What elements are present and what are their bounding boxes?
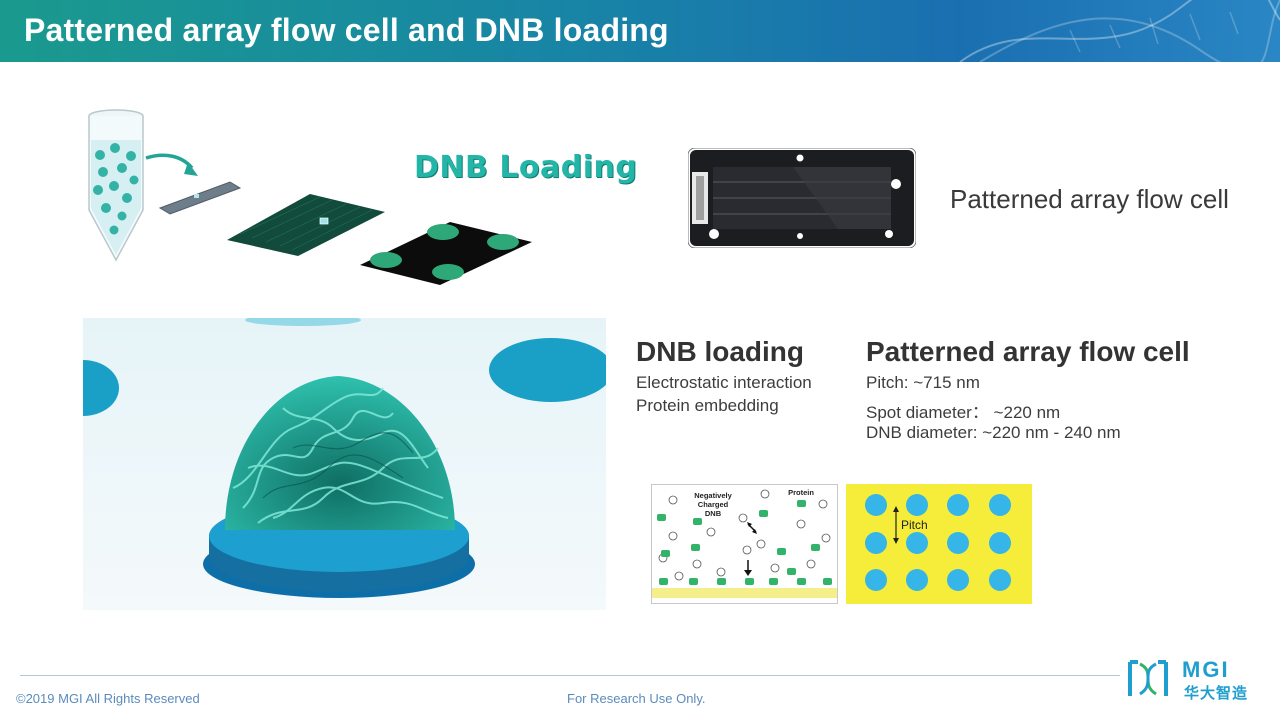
mgi-logo-chinese: 华大智造 — [1184, 684, 1249, 702]
flowcell-grid-icon — [227, 194, 385, 256]
flow-cell-label: Patterned array flow cell — [950, 184, 1229, 214]
slide-header: Patterned array flow cell and DNB loadin… — [0, 0, 1280, 62]
flow-cell-image — [688, 148, 916, 248]
dnb-diameter-spec: DNB diameter: ~220 nm - 240 nm — [866, 423, 1121, 442]
arrow-icon — [145, 153, 194, 170]
dnb-render-image — [83, 318, 606, 610]
dnb-loading-title: DNB Loading — [414, 150, 638, 185]
pitch-label: Pitch — [901, 518, 928, 532]
spot-diameter-spec: Spot diameter： ~220 nm — [866, 403, 1061, 422]
research-use-notice: For Research Use Only. — [567, 691, 706, 706]
tube-icon — [88, 109, 144, 262]
footer-divider — [20, 675, 1120, 676]
patterned-array-heading: Patterned array flow cell — [866, 336, 1190, 367]
pad-array-icon — [360, 222, 532, 285]
dnb-line-electrostatic: Electrostatic interaction — [636, 373, 812, 392]
pitch-spec: Pitch: ~715 nm — [866, 373, 980, 392]
pitch-grid-diagram: Pitch — [846, 484, 1032, 604]
chip-icon — [158, 181, 242, 215]
dna-helix-decoration — [959, 0, 1280, 62]
charged-dnb-label-1: Negatively — [694, 491, 732, 500]
dnb-loading-heading: DNB loading — [636, 336, 804, 367]
mgi-logo-icon — [1128, 660, 1168, 696]
slide-title: Patterned array flow cell and DNB loadin… — [24, 12, 669, 48]
charged-dnb-label-3: DNB — [705, 509, 722, 518]
mgi-logo-text: MGI — [1182, 657, 1230, 682]
protein-label: Protein — [788, 488, 814, 497]
charge-interaction-diagram: Negatively Charged DNB Protein — [651, 484, 838, 604]
copyright-text: ©2019 MGI All Rights Reserved — [16, 691, 200, 706]
dnb-line-protein: Protein embedding — [636, 396, 779, 415]
dnb-loading-illustration — [88, 109, 532, 285]
charged-dnb-label-2: Charged — [698, 500, 729, 509]
